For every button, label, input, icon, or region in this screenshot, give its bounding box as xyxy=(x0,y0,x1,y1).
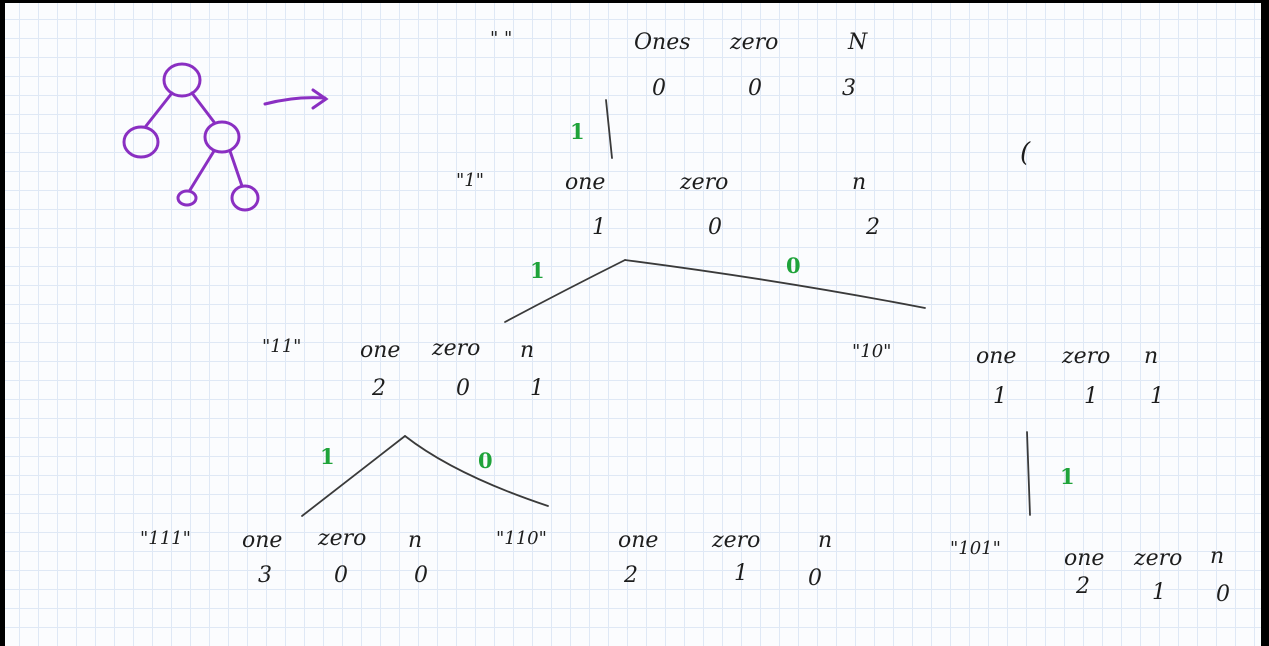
node-11-string: "11" xyxy=(262,336,302,357)
root-zero-value: 0 xyxy=(748,76,762,101)
node-1-zero-value: 0 xyxy=(708,215,722,240)
frame-left xyxy=(0,0,5,646)
node-111-zero-value: 0 xyxy=(334,563,348,588)
edge-label-1-left: 1 xyxy=(530,258,545,283)
edge-1-to-11 xyxy=(504,259,626,323)
node-10-one-value: 1 xyxy=(993,384,1007,409)
node-11-zero-label: zero xyxy=(432,336,481,361)
edge-10-to-101 xyxy=(1026,431,1031,516)
node-11-one-label: one xyxy=(360,338,401,363)
node-110-n-label: n xyxy=(818,528,833,553)
edge-label-11-right: 0 xyxy=(478,448,493,473)
node-1-n-value: 2 xyxy=(866,215,880,240)
node-111-zero-label: zero xyxy=(318,526,367,551)
node-11-n-value: 1 xyxy=(530,376,544,401)
node-110-n-value: 0 xyxy=(808,566,822,591)
node-101-one-label: one xyxy=(1064,546,1105,571)
root-zero-label: zero xyxy=(730,30,779,55)
node-110-one-label: one xyxy=(618,528,659,553)
node-101-n-label: n xyxy=(1210,544,1225,569)
root-ones-label: Ones xyxy=(634,30,691,55)
node-111-n-label: n xyxy=(408,528,423,553)
node-10-one-label: one xyxy=(976,344,1017,369)
frame-right xyxy=(1261,0,1269,646)
root-n-value: 3 xyxy=(842,76,856,101)
edge-1-to-10 xyxy=(624,259,926,309)
node-10-n-value: 1 xyxy=(1150,384,1164,409)
node-10-zero-value: 1 xyxy=(1084,384,1098,409)
node-101-one-value: 2 xyxy=(1076,574,1090,599)
node-101-zero-value: 1 xyxy=(1152,580,1166,605)
node-101-zero-label: zero xyxy=(1134,546,1183,571)
node-11-zero-value: 0 xyxy=(456,376,470,401)
root-n-label: N xyxy=(848,30,868,55)
node-1-one-value: 1 xyxy=(592,215,606,240)
node-10-zero-label: zero xyxy=(1062,344,1111,369)
node-111-n-value: 0 xyxy=(414,563,428,588)
node-110-zero-value: 1 xyxy=(734,561,748,586)
node-111-one-label: one xyxy=(242,528,283,553)
frame-top xyxy=(0,0,1269,3)
stray-mark: ( xyxy=(1020,138,1031,168)
edge-label-10: 1 xyxy=(1060,464,1075,489)
node-101-n-value: 0 xyxy=(1216,582,1230,607)
node-1-n-label: n xyxy=(852,170,867,195)
sketch-tree-icon xyxy=(122,62,329,212)
node-111-string: "111" xyxy=(140,528,191,549)
node-110-one-value: 2 xyxy=(624,563,638,588)
node-1-zero-label: zero xyxy=(680,170,729,195)
node-10-string: "10" xyxy=(852,341,892,362)
node-10-n-label: n xyxy=(1144,344,1159,369)
node-1-one-label: one xyxy=(565,170,606,195)
node-11-n-label: n xyxy=(520,338,535,363)
root-string: " " xyxy=(490,28,513,49)
edge-label-11-left: 1 xyxy=(320,444,335,469)
edge-root-to-1 xyxy=(605,99,613,159)
node-101-string: "101" xyxy=(950,538,1001,559)
edge-11-to-110 xyxy=(404,435,549,507)
node-11-one-value: 2 xyxy=(372,376,386,401)
node-111-one-value: 3 xyxy=(258,563,272,588)
edge-label-1-right: 0 xyxy=(786,253,801,278)
node-110-zero-label: zero xyxy=(712,528,761,553)
node-110-string: "110" xyxy=(496,528,547,549)
node-1-string: "1" xyxy=(456,170,485,191)
edge-11-to-111 xyxy=(301,435,406,517)
edge-label-root: 1 xyxy=(570,119,585,144)
root-ones-value: 0 xyxy=(652,76,666,101)
